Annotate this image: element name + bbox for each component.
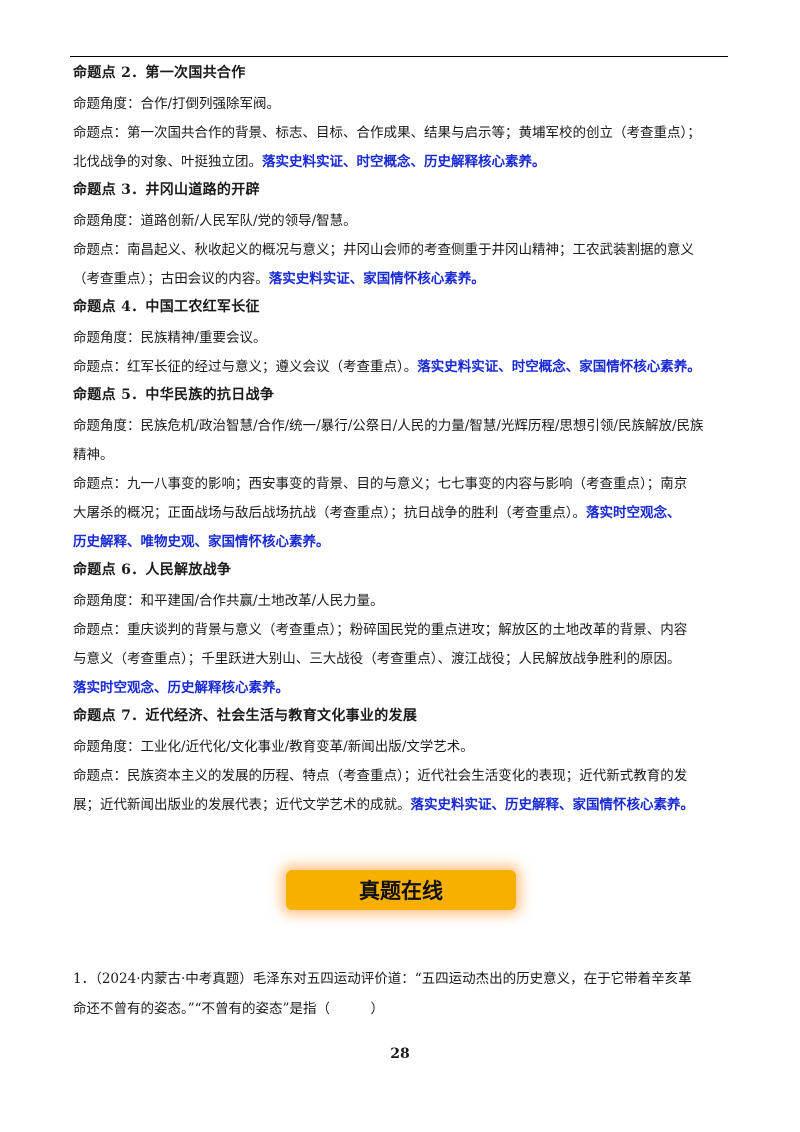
question-1: 1．（2024·内蒙古·中考真题）毛泽东对五四运动评价道：“五四运动杰出的历史意… [73, 964, 731, 1024]
real-questions-banner: 真题在线 [286, 870, 516, 930]
section-point-line: 北伐战争的对象、叶挺独立团。落实史料实证、时空概念、历史解释核心素养。 [73, 154, 546, 170]
banner-label: 真题在线 [286, 870, 516, 910]
question-line: 命还不曾有的姿态。”“不曾有的姿态”是指（ ） [73, 1001, 384, 1017]
section-angle: 命题角度：民族精神/重要会议。 [73, 330, 267, 346]
section-angle: 命题角度：和平建国/合作共赢/土地改革/人民力量。 [73, 593, 384, 609]
section-point-7: 命题点 7．近代经济、社会生活与教育文化事业的发展 命题角度：工业化/近代化/文… [73, 703, 731, 820]
section-title: 命题点 6．人民解放战争 [73, 562, 232, 578]
section-title: 命题点 5．中华民族的抗日战争 [73, 387, 275, 403]
section-angle: 命题角度：道路创新/人民军队/党的领导/智慧。 [73, 213, 357, 229]
question-line: 1．（2024·内蒙古·中考真题）毛泽东对五四运动评价道：“五四运动杰出的历史意… [73, 971, 692, 987]
section-point-4: 命题点 4．中国工农红军长征 命题角度：民族精神/重要会议。 命题点：红军长征的… [73, 294, 731, 382]
section-point-line: 命题点：红军长征的经过与意义；遵义会议（考查重点）。落实史料实证、时空概念、家国… [73, 359, 701, 375]
section-angle: 命题角度：工业化/近代化/文化事业/教育变革/新闻出版/文学艺术。 [73, 739, 474, 755]
core-literacy-highlight: 落实史料实证、家国情怀核心素养。 [268, 271, 485, 287]
section-point-line: 与意义（考查重点）；千里跃进大别山、三大战役（考查重点）、渡江战役；人民解放战争… [73, 651, 681, 667]
section-point-6: 命题点 6．人民解放战争 命题角度：和平建国/合作共赢/土地改革/人民力量。 命… [73, 557, 731, 703]
header-rule [70, 56, 728, 57]
section-point-line: 落实时空观念、历史解释核心素养。 [73, 674, 731, 703]
section-angle: 命题角度：合作/打倒列强除军阀。 [73, 96, 281, 112]
core-literacy-highlight: 落实史料实证、时空概念、家国情怀核心素养。 [417, 359, 701, 375]
core-literacy-highlight: 落实时空观念、历史解释核心素养。 [73, 680, 289, 696]
section-point-line: 命题点：重庆谈判的背景与意义（考查重点）；粉碎国民党的重点进攻；解放区的土地改革… [73, 622, 688, 638]
core-literacy-highlight: 落实史料实证、时空概念、历史解释核心素养。 [262, 154, 546, 170]
section-point-line: 命题点：民族资本主义的发展的历程、特点（考查重点）；近代社会生活变化的表现；近代… [73, 768, 688, 784]
section-angle-cont: 精神。 [73, 447, 114, 463]
section-point-line: 命题点：第一次国共合作的背景、标志、目标、合作成果、结果与启示等；黄埔军校的创立… [73, 125, 701, 141]
core-literacy-highlight: 历史解释、唯物史观、家国情怀核心素养。 [73, 534, 330, 550]
section-point-line: （考查重点）；古田会议的内容。落实史料实证、家国情怀核心素养。 [73, 271, 485, 287]
section-point-2: 命题点 2．第一次国共合作 命题角度：合作/打倒列强除军阀。 命题点：第一次国共… [73, 60, 731, 177]
exam-points-list: 命题点 2．第一次国共合作 命题角度：合作/打倒列强除军阀。 命题点：第一次国共… [73, 60, 731, 820]
section-title: 命题点 4．中国工农红军长征 [73, 299, 260, 315]
section-title: 命题点 2．第一次国共合作 [73, 65, 246, 81]
section-point-line: 大屠杀的概况；正面战场与敌后战场抗战（考查重点）；抗日战争的胜利（考查重点）。落… [73, 505, 681, 521]
section-point-3: 命题点 3．井冈山道路的开辟 命题角度：道路创新/人民军队/党的领导/智慧。 命… [73, 177, 731, 294]
section-point-line: 历史解释、唯物史观、家国情怀核心素养。 [73, 528, 731, 557]
section-angle: 命题角度：民族危机/政治智慧/合作/统一/暴行/公祭日/人民的力量/智慧/光辉历… [73, 418, 704, 434]
section-point-line: 命题点：南昌起义、秋收起义的概况与意义；井冈山会师的考查侧重于井冈山精神；工农武… [73, 242, 694, 258]
core-literacy-highlight: 落实史料实证、历史解释、家国情怀核心素养。 [410, 797, 695, 813]
page-number: 28 [390, 1046, 410, 1062]
section-point-5: 命题点 5．中华民族的抗日战争 命题角度：民族危机/政治智慧/合作/统一/暴行/… [73, 382, 731, 557]
section-point-line: 展；近代新闻出版业的发展代表；近代文学艺术的成就。落实史料实证、历史解释、家国情… [73, 797, 695, 813]
section-title: 命题点 7．近代经济、社会生活与教育文化事业的发展 [73, 708, 418, 724]
section-point-line: 命题点：九一八事变的影响；西安事变的背景、目的与意义；七七事变的内容与影响（考查… [73, 476, 688, 492]
core-literacy-highlight: 落实时空观念、 [586, 505, 681, 521]
section-title: 命题点 3．井冈山道路的开辟 [73, 182, 260, 198]
